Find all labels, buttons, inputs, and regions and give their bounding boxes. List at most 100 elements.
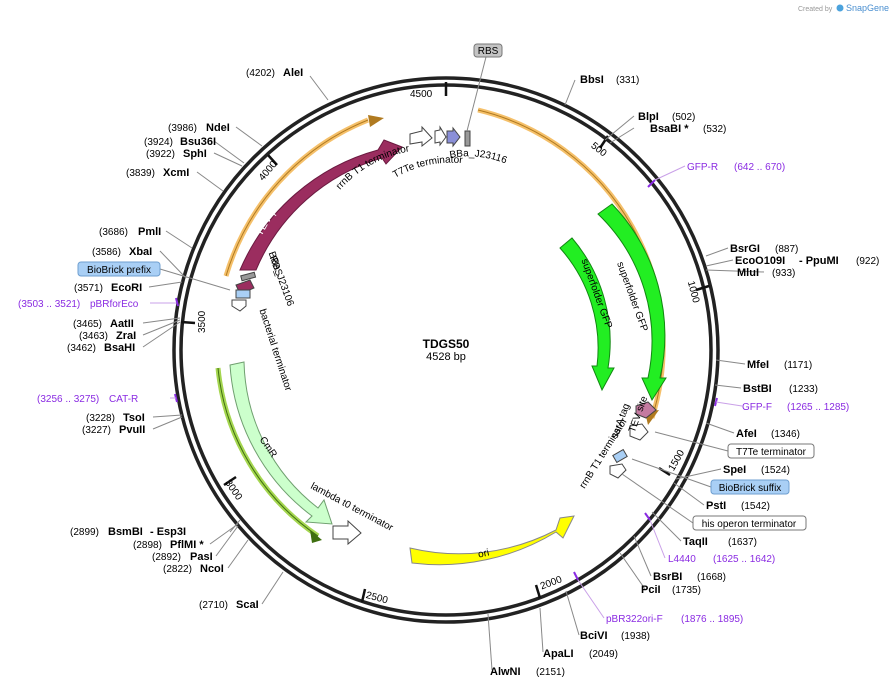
enzyme-pos-blpi: (502) xyxy=(672,112,695,123)
enzyme-bbsi[interactable]: BbsI xyxy=(580,74,604,86)
enzyme-pmli[interactable]: PmlI xyxy=(138,226,161,238)
enzyme-ndei[interactable]: NdeI xyxy=(206,122,230,134)
enzyme-bsmbi[interactable]: BsmBI xyxy=(108,526,143,538)
biobrick-suffix-box-label: BioBrick suffix xyxy=(719,483,782,494)
enzyme-pos-alei: (4202) xyxy=(246,68,275,79)
enzyme-pflmi[interactable]: PflMI * xyxy=(170,539,204,551)
rrnb-top-arrow[interactable] xyxy=(409,125,433,148)
enzyme-alwni[interactable]: AlwNI xyxy=(490,666,521,678)
enzyme-pos-xbai: (3586) xyxy=(92,247,121,258)
t7te-terminator-box-label: T7Te terminator xyxy=(736,447,807,458)
primer-range-pbrforeco: (3503 .. 3521) xyxy=(18,299,80,310)
enzyme-pos-bsabi: (532) xyxy=(703,124,726,135)
enzyme-pcii[interactable]: PciI xyxy=(641,584,661,596)
bba-j23116-feature[interactable] xyxy=(464,130,471,147)
ori-feature[interactable] xyxy=(409,515,575,566)
lambda-terminator-feature[interactable] xyxy=(332,519,362,546)
enzyme-psti[interactable]: PstI xyxy=(706,500,726,512)
ssra-tag-feature[interactable] xyxy=(629,423,649,441)
tev-site-feature[interactable] xyxy=(635,401,657,419)
sfgfp-outer-feature[interactable] xyxy=(597,203,667,402)
enzyme-mfei[interactable]: MfeI xyxy=(747,359,769,371)
enzyme-alei[interactable]: AleI xyxy=(283,67,303,79)
primer-cat-r[interactable]: CAT-R xyxy=(109,394,138,405)
biobrick-prefix-box[interactable] xyxy=(77,261,161,277)
enzyme-esp3i[interactable]: - Esp3I xyxy=(150,526,186,538)
enzyme-tsoi[interactable]: TsoI xyxy=(123,412,145,424)
primer-l4440[interactable]: L4440 xyxy=(668,554,696,565)
primer-pbrforeco[interactable]: pBRforEco xyxy=(90,299,139,310)
enzyme-pos-ppumi: (922) xyxy=(856,256,879,267)
snapgene-brand: SnapGene xyxy=(846,3,889,13)
rbs-box-label: RBS xyxy=(478,46,499,57)
enzyme-scai[interactable]: ScaI xyxy=(236,599,259,611)
enzyme-ncoi[interactable]: NcoI xyxy=(200,563,224,575)
his-operon-box-label: his operon terminator xyxy=(702,519,797,530)
enzyme-bstbi[interactable]: BstBI xyxy=(743,383,772,395)
t7te-terminator-box[interactable] xyxy=(727,443,815,459)
enzyme-xbai[interactable]: XbaI xyxy=(129,246,152,258)
rbs-top-arrow[interactable] xyxy=(446,126,461,148)
enzyme-spei[interactable]: SpeI xyxy=(723,464,746,476)
enzyme-pos-ecori: (3571) xyxy=(74,283,103,294)
enzyme-pos-pasi: (2892) xyxy=(152,552,181,563)
enzyme-pos-alwni: (2151) xyxy=(536,667,565,678)
enzyme-pos-bstbi: (1233) xyxy=(789,384,818,395)
sfgfp-inner-feature[interactable] xyxy=(559,237,615,392)
bba-j23106-feature[interactable] xyxy=(240,271,257,282)
biobrick-prefix-feature[interactable] xyxy=(235,289,251,299)
orange-arc-left xyxy=(223,115,384,277)
primer-range-gfp-f: (1265 .. 1285) xyxy=(787,402,849,413)
bacterial-terminator-label: bacterial terminator xyxy=(257,308,294,393)
tev-protease-feature[interactable] xyxy=(239,139,403,271)
enzyme-bcivi[interactable]: BciVI xyxy=(580,630,608,642)
tick-1000: 1000 xyxy=(685,280,701,305)
enzyme-labels: (4202) AleI BbsI (331) BlpI (502) BsaBI … xyxy=(67,67,879,678)
enzyme-sphi[interactable]: SphI xyxy=(183,148,207,160)
primer-pbr322ori-f[interactable]: pBR322ori-F xyxy=(606,614,663,625)
enzyme-pos-scai: (2710) xyxy=(199,600,228,611)
his-operon-box[interactable] xyxy=(692,515,807,531)
enzyme-leads xyxy=(142,75,765,671)
enzyme-bsabi[interactable]: BsaBI * xyxy=(650,123,689,135)
enzyme-pos-pmli: (3686) xyxy=(99,227,128,238)
enzyme-ecoo109i[interactable]: EcoO109I xyxy=(735,255,785,267)
enzyme-pvuii[interactable]: PvuII xyxy=(119,424,145,436)
primer-gfp-f[interactable]: GFP-F xyxy=(742,402,772,413)
enzyme-afei[interactable]: AfeI xyxy=(736,428,757,440)
rbs-box[interactable] xyxy=(473,43,503,58)
enzyme-blpi[interactable]: BlpI xyxy=(638,111,659,123)
primer-range-gfp-r: (642 .. 670) xyxy=(734,162,785,173)
enzyme-pos-zrai: (3463) xyxy=(79,331,108,342)
plasmid-size: 4528 bp xyxy=(426,351,466,363)
enzyme-ppumi[interactable]: - PpuMI xyxy=(799,255,839,267)
enzyme-mlui[interactable]: MluI xyxy=(737,267,759,279)
primer-gfp-r[interactable]: GFP-R xyxy=(687,162,718,173)
enzyme-pos-psti: (1542) xyxy=(741,501,770,512)
enzyme-zrai[interactable]: ZraI xyxy=(116,330,136,342)
enzyme-aatii[interactable]: AatII xyxy=(110,318,134,330)
enzyme-apali[interactable]: ApaLI xyxy=(543,648,574,660)
enzyme-pasi[interactable]: PasI xyxy=(190,551,213,563)
enzyme-ecori[interactable]: EcoRI xyxy=(111,282,142,294)
enzyme-bsrbi[interactable]: BsrBI xyxy=(653,571,682,583)
primer-leads xyxy=(150,165,743,619)
his-operon-terminator-feature[interactable] xyxy=(609,463,627,479)
enzyme-pos-mfei: (1171) xyxy=(784,360,812,371)
enzyme-bsu36i[interactable]: Bsu36I xyxy=(180,136,216,148)
enzyme-pos-aatii: (3465) xyxy=(73,319,102,330)
enzyme-taqii[interactable]: TaqII xyxy=(683,536,708,548)
primer-labels: GFP-R (642 .. 670) (3503 .. 3521) pBRfor… xyxy=(18,162,849,625)
cmr-feature[interactable] xyxy=(229,361,333,525)
enzyme-pos-bbsi: (331) xyxy=(616,75,639,86)
enzyme-pos-mlui: (933) xyxy=(772,268,795,279)
biobrick-suffix-box[interactable] xyxy=(710,479,790,495)
bacterial-terminator-feature[interactable] xyxy=(231,299,247,312)
enzyme-xcmi[interactable]: XcmI xyxy=(163,167,189,179)
t7te-top-arrow[interactable] xyxy=(434,125,447,147)
enzyme-bsahi[interactable]: BsaHI xyxy=(104,342,135,354)
enzyme-pos-ncoi: (2822) xyxy=(163,564,192,575)
biobrick-suffix-feature[interactable] xyxy=(612,448,628,464)
enzyme-bsrgi[interactable]: BsrGI xyxy=(730,243,760,255)
